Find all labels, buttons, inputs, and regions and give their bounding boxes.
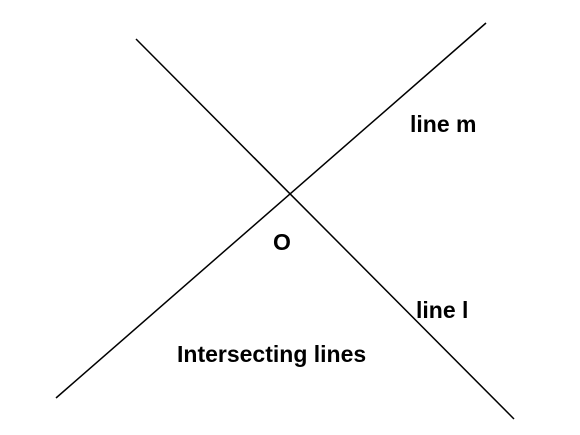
line-m-label: line m [410, 111, 476, 137]
point-o-label: O [273, 229, 291, 255]
diagram-caption: Intersecting lines [177, 341, 366, 367]
line-l-label: line l [416, 297, 468, 323]
line-m [55, 22, 487, 399]
line-l [135, 38, 515, 420]
